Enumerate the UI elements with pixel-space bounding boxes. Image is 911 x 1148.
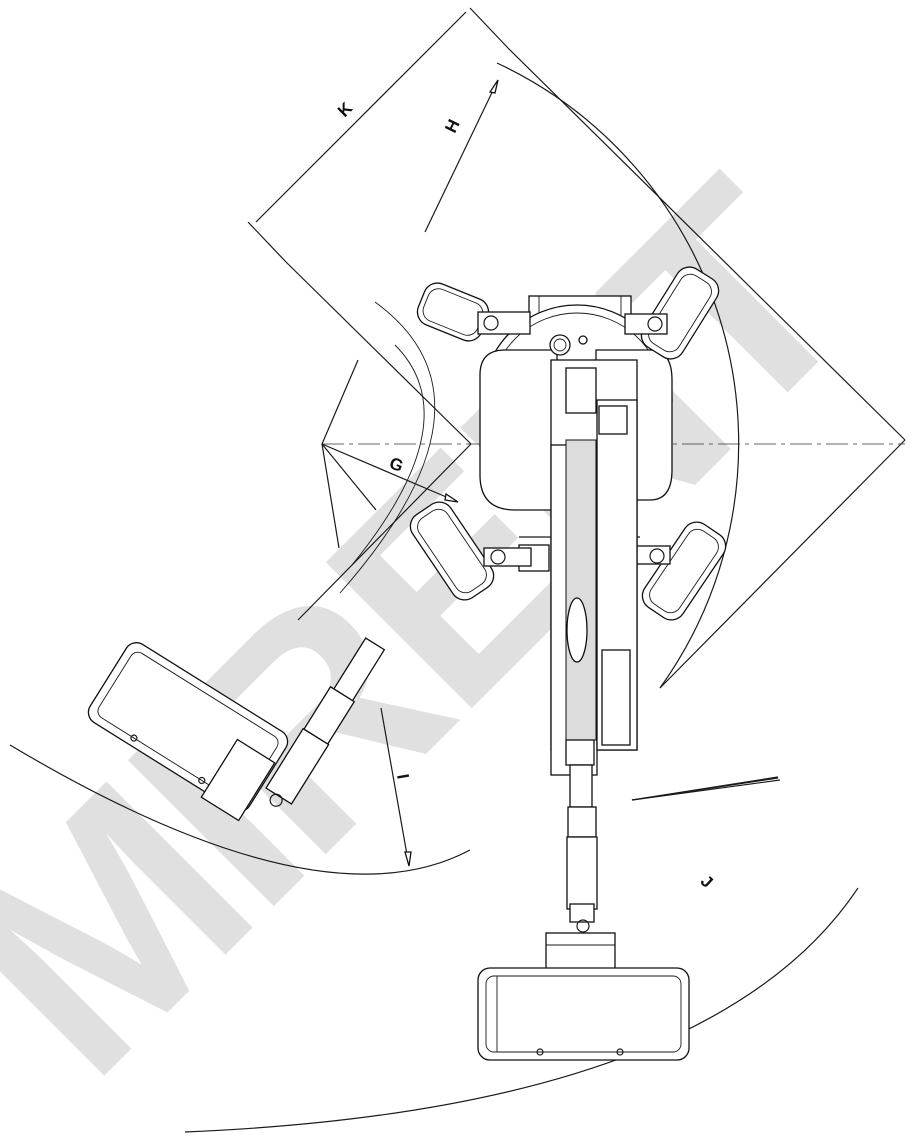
- jib-straight: [545, 764, 616, 972]
- turret-knob: [578, 335, 588, 345]
- boom-head: [565, 367, 597, 414]
- h-leader: [424, 79, 499, 233]
- watermark: MIRENT: [0, 120, 911, 1135]
- turret-hub-left: [549, 334, 571, 356]
- g-arrowhead: [444, 492, 459, 503]
- label-i: I: [393, 773, 413, 781]
- jib-section-2: [567, 806, 597, 838]
- jib-section-1: [569, 764, 593, 808]
- label-g: G: [387, 453, 406, 475]
- diamond-bottom-edge: [659, 439, 906, 689]
- jib-section-3: [566, 836, 598, 910]
- j-dimension-line: [631, 777, 779, 801]
- h-arrowhead: [488, 79, 499, 94]
- g-fan-4: [321, 443, 459, 503]
- platform-straight: [477, 967, 690, 1061]
- platform-basket-inner: [485, 975, 682, 1053]
- outer-swing-arc: [9, 744, 471, 875]
- g-fan-2: [321, 443, 340, 549]
- diamond-top-edge: [507, 47, 906, 441]
- label-h: H: [441, 116, 463, 135]
- boom-cylinder: [565, 439, 597, 741]
- k-dimension-line: [255, 11, 467, 223]
- dimension-lines: [247, 7, 906, 867]
- boom-base-plate: [565, 739, 595, 766]
- jib-rotator: [569, 903, 595, 923]
- diagonal-swing-line: [297, 443, 472, 621]
- diamond-left-edge: [285, 261, 472, 445]
- inner-tail-arc-2: [351, 344, 425, 566]
- main-boom: [550, 359, 638, 776]
- i-arrowhead: [404, 851, 412, 867]
- label-j: J: [697, 871, 717, 891]
- boom-head-right: [598, 405, 628, 435]
- g-fan-3: [321, 443, 377, 511]
- g-fan-1: [321, 359, 359, 445]
- k-extension-right: [469, 7, 509, 49]
- outrigger-front-left: [483, 547, 532, 567]
- platform-mount: [545, 932, 616, 972]
- rear-clearance-arc: [496, 62, 740, 689]
- tyre-rear-right: [640, 266, 720, 360]
- platform-rotated: [87, 642, 289, 822]
- outrigger-rear-left: [477, 311, 531, 335]
- tyres: [409, 266, 727, 621]
- boom-ellipse: [566, 597, 588, 663]
- platform-basket: [477, 967, 690, 1061]
- inner-tail-arc-1: [339, 301, 436, 594]
- tyre-front-left: [409, 501, 495, 601]
- outrigger-rear-right: [624, 313, 668, 335]
- rotated-platform-mount: [200, 738, 276, 822]
- jib-rotated: [265, 637, 386, 807]
- i-leader: [380, 707, 410, 867]
- k-extension-left: [247, 221, 287, 263]
- swing-arcs: [9, 62, 859, 1133]
- watermark-text: MIRENT: [0, 120, 911, 1135]
- label-k: K: [334, 98, 357, 121]
- counterweight: [479, 349, 558, 511]
- boom-inner-right: [601, 649, 631, 746]
